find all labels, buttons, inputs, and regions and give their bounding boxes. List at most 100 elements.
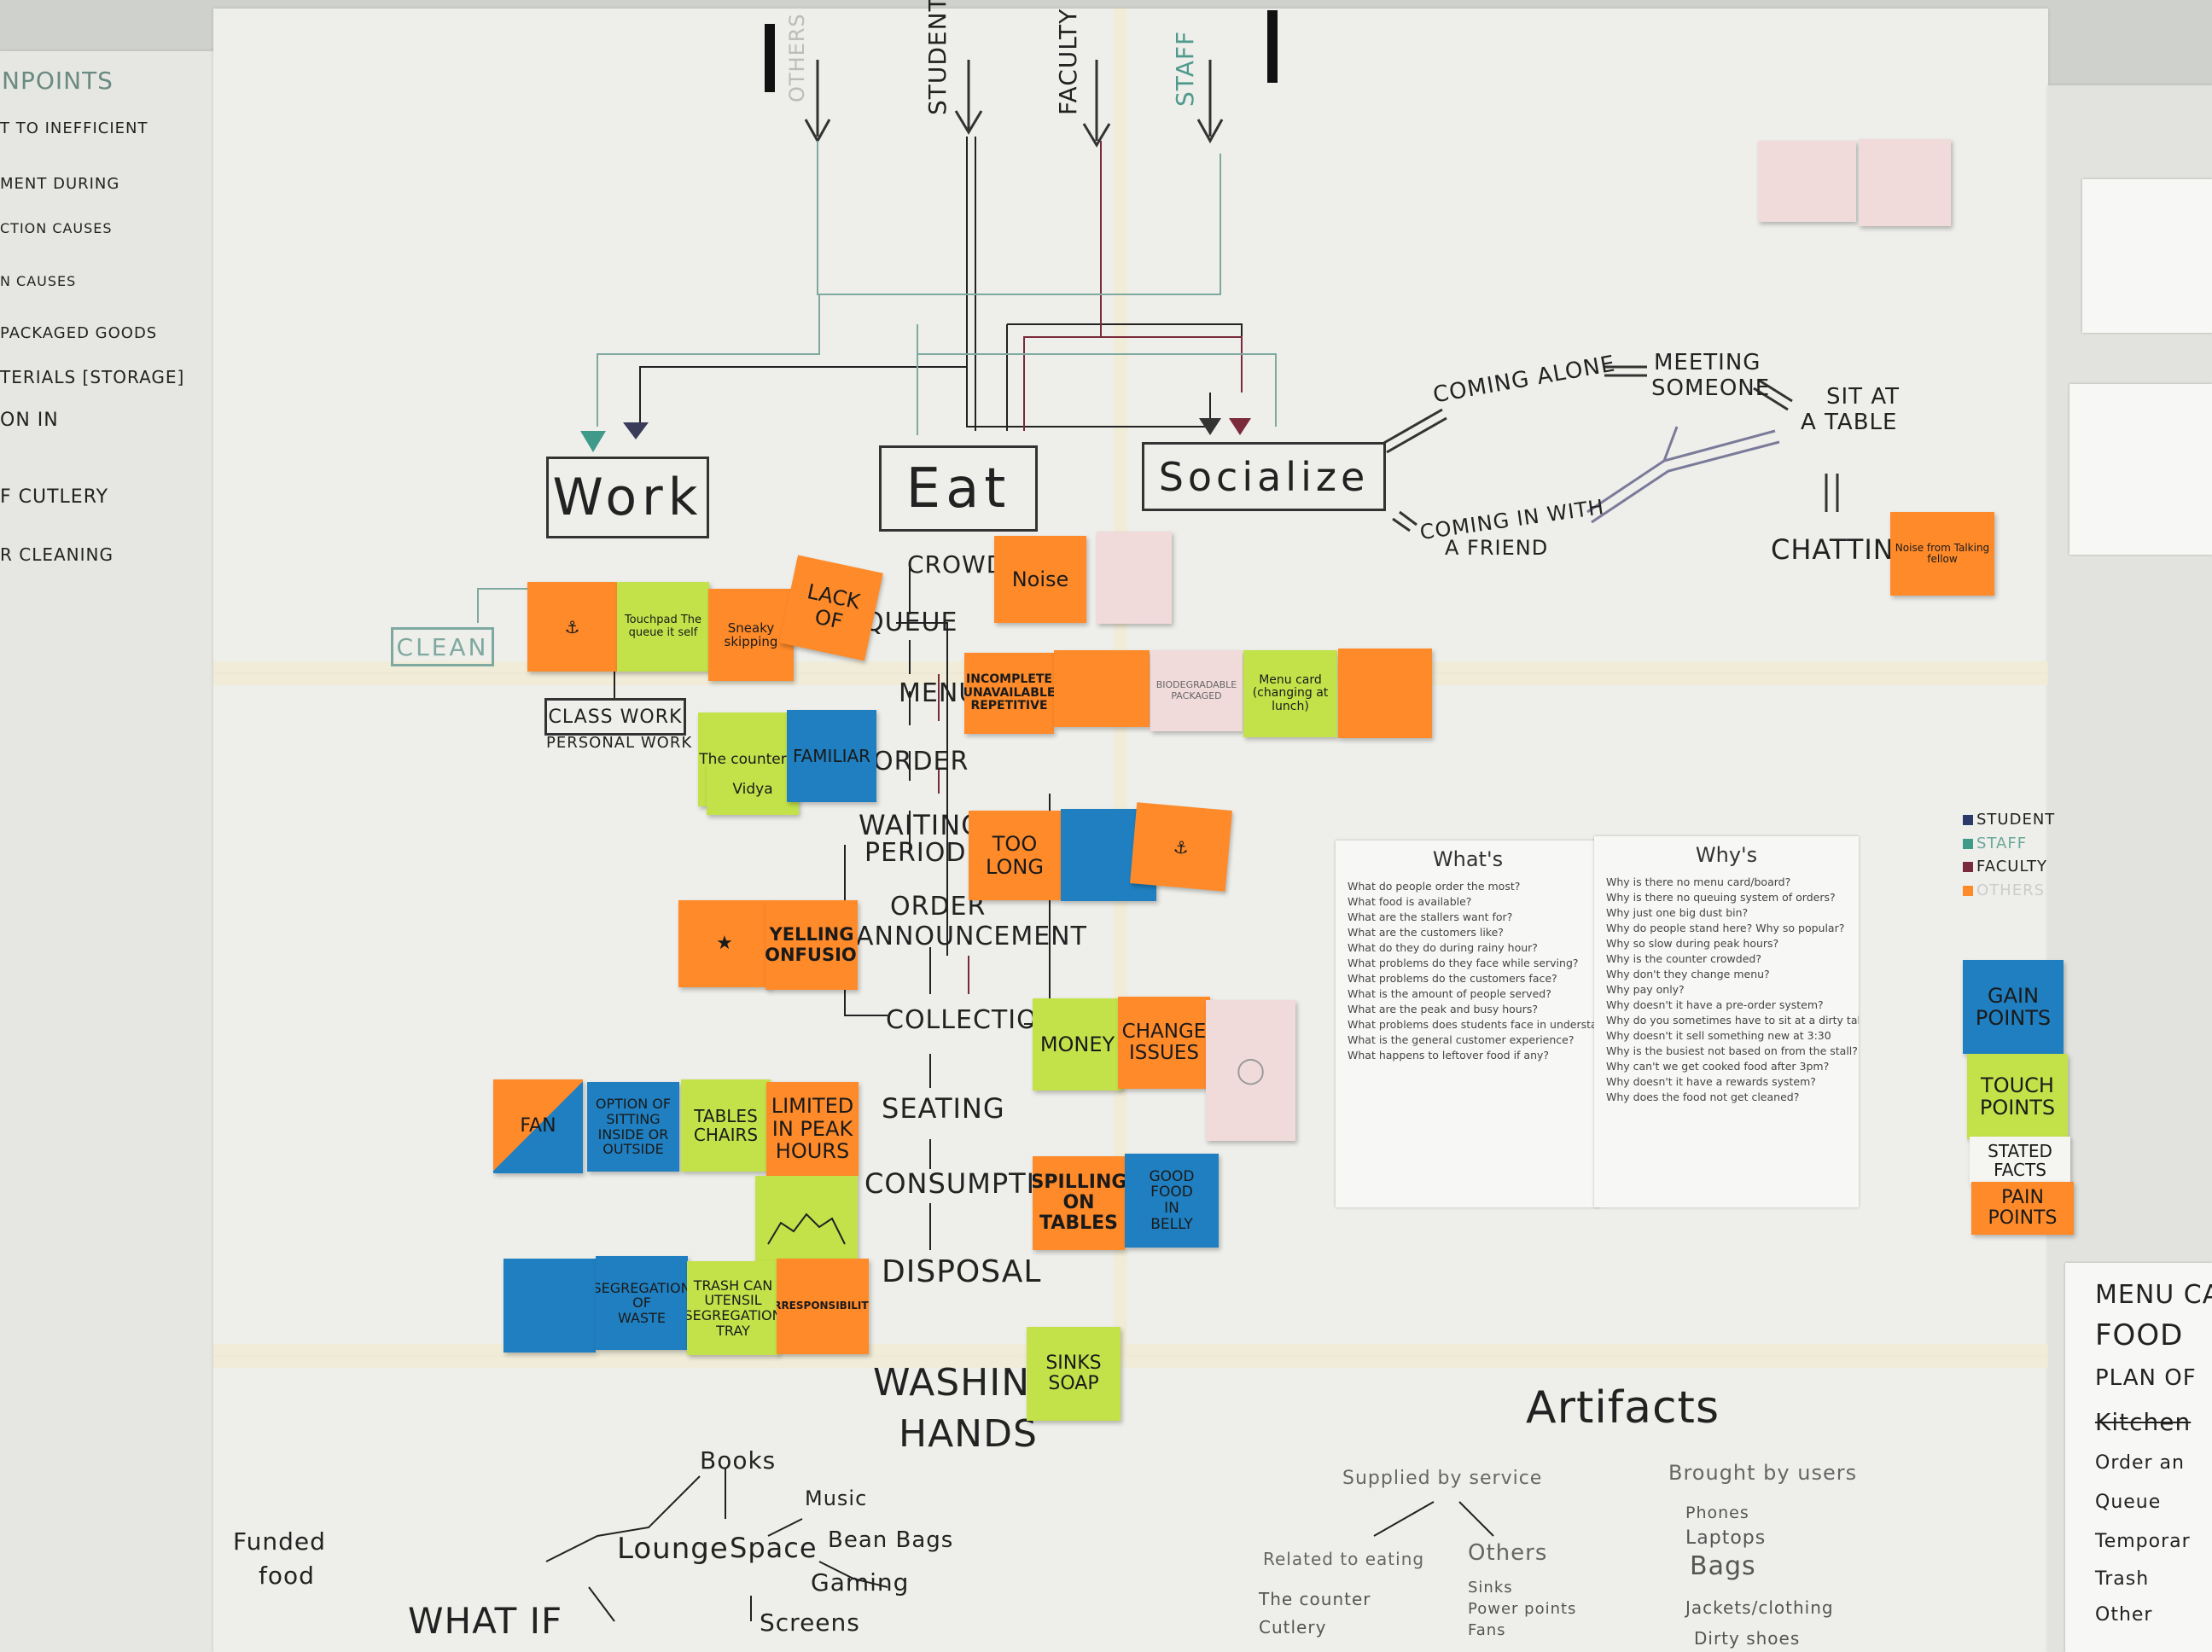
sticky-segregation: SEGREGATION OF WASTE bbox=[596, 1256, 688, 1350]
left-panel-item: ON IN bbox=[0, 410, 59, 431]
step-hands: HANDS bbox=[899, 1412, 1038, 1456]
unavailable-text: UNAVAILABLE bbox=[964, 685, 1054, 700]
touch-text: TOUCH bbox=[1981, 1073, 2054, 1097]
sticky-drawing-2: ⚓ bbox=[1130, 802, 1232, 892]
outside-text: OUTSIDE bbox=[602, 1141, 664, 1158]
supplied-label: Supplied by service bbox=[1342, 1468, 1543, 1489]
step-waiting: WAITING bbox=[859, 809, 983, 841]
category-clean: CLEAN bbox=[391, 627, 494, 666]
category-eat: Eat bbox=[879, 445, 1038, 532]
list-item: What are the stallers want for? bbox=[1348, 910, 1513, 923]
sticky-irresponsibility: IRRESPONSIBILITY bbox=[777, 1259, 869, 1354]
right-panel-line: Queue bbox=[2095, 1492, 2162, 1513]
books-label: Books bbox=[700, 1446, 777, 1475]
space-label: Space bbox=[730, 1532, 818, 1564]
left-panel-item: T TO INEFFICIENT bbox=[0, 119, 148, 137]
confusion-text: CONFUSION bbox=[765, 944, 858, 965]
right-panel-line: Order an bbox=[2095, 1452, 2185, 1474]
waste-text: WASTE bbox=[618, 1309, 666, 1326]
brought-item: Dirty shoes bbox=[1694, 1628, 1801, 1649]
tables-text: TABLES bbox=[694, 1106, 758, 1126]
category-classwork: CLASS WORK bbox=[544, 698, 686, 736]
main-paper-bottom bbox=[213, 1357, 2048, 1652]
change-text: CHANGE bbox=[1121, 1020, 1207, 1043]
inside-text: INSIDE OR bbox=[597, 1126, 669, 1143]
list-item: Why do people stand here? Why so popular… bbox=[1606, 922, 1845, 934]
issues-text: ISSUES bbox=[1129, 1042, 1199, 1064]
left-panel-item: TERIALS [STORAGE] bbox=[0, 367, 185, 387]
list-item: What do people order the most? bbox=[1348, 880, 1521, 893]
touch-points-text: POINTS bbox=[1979, 1096, 2056, 1120]
artifacts-title: Artifacts bbox=[1526, 1382, 1720, 1434]
sticky-money: MONEY bbox=[1033, 998, 1122, 1091]
list-item: What is the general customer experience? bbox=[1348, 1033, 1575, 1046]
gain-text: GAIN bbox=[1987, 983, 2040, 1008]
list-item: Why doesn't it have a rewards system? bbox=[1606, 1075, 1816, 1088]
with-friend-2: A FRIEND bbox=[1445, 536, 1549, 560]
legend-pain-points: PAIN POINTS bbox=[1971, 1182, 2074, 1235]
sticky-graph-sketch bbox=[755, 1176, 858, 1270]
sticky-familiar: FAMILIAR bbox=[787, 710, 876, 802]
what-if-title: WHAT IF bbox=[408, 1600, 563, 1642]
sticky-blue-2 bbox=[504, 1259, 596, 1352]
left-panel-item: N CAUSES bbox=[0, 273, 77, 289]
long-text: LONG bbox=[986, 854, 1044, 879]
pain-text: PAIN bbox=[2001, 1186, 2044, 1208]
list-item: Why does the food not get cleaned? bbox=[1606, 1091, 1800, 1103]
sticky-tables-chairs: TABLES CHAIRS bbox=[681, 1079, 771, 1172]
user-label-faculty: FACULTY bbox=[1054, 8, 1082, 115]
list-item: Why is there no menu card/board? bbox=[1606, 875, 1791, 888]
a-table: A TABLE bbox=[1801, 410, 1898, 435]
list-item: What happens to leftover food if any? bbox=[1348, 1049, 1550, 1062]
legend-stated-facts: STATED FACTS bbox=[1970, 1137, 2070, 1184]
music-label: Music bbox=[805, 1486, 868, 1510]
step-collection: COLLECTION bbox=[886, 1005, 1058, 1035]
legend-swatch-staff bbox=[1963, 839, 1973, 849]
list-item: What problems do the customers face? bbox=[1348, 972, 1557, 985]
food-label: food bbox=[259, 1562, 315, 1590]
legend-touch-points: TOUCH POINTS bbox=[1967, 1054, 2068, 1139]
step-queue: QUEUE bbox=[864, 608, 958, 637]
legend-others: OTHERS bbox=[1976, 881, 2046, 899]
whys-sheet: Why's Why is there no menu card/board? W… bbox=[1594, 836, 1859, 1207]
brought-item: Laptops bbox=[1685, 1527, 1767, 1549]
related-item: Cutlery bbox=[1259, 1617, 1327, 1637]
legend-swatch-faculty bbox=[1963, 862, 1973, 872]
left-panel-item: F CUTLERY bbox=[0, 486, 109, 508]
other-item: Power points bbox=[1468, 1600, 1577, 1618]
list-item: Why is the counter crowded? bbox=[1606, 952, 1761, 965]
sticky-lack-of: LACK OF bbox=[779, 555, 883, 661]
user-label-staff: STAFF bbox=[1171, 30, 1199, 107]
repetitive-text: REPETITIVE bbox=[970, 699, 1048, 713]
beanbags-label: Bean Bags bbox=[828, 1527, 954, 1553]
line-sketch-icon bbox=[767, 1213, 846, 1245]
incomplete-text: INCOMPLETE bbox=[966, 672, 1052, 687]
brought-item: Phones bbox=[1685, 1504, 1749, 1522]
on-text: ON bbox=[1062, 1191, 1095, 1213]
sticky-orange-2 bbox=[1338, 649, 1432, 738]
background-paper-left bbox=[0, 51, 213, 1652]
right-panel-note bbox=[2082, 179, 2212, 333]
lounge-label: Lounge bbox=[617, 1532, 729, 1566]
segregation-text: SEGREGATION bbox=[596, 1279, 688, 1296]
brought-item: Bags bbox=[1690, 1551, 1756, 1581]
whys-list: Why is there no menu card/board? Why is … bbox=[1594, 875, 1859, 1103]
sticky-change: CHANGE ISSUES bbox=[1118, 997, 1210, 1089]
step-seating: SEATING bbox=[882, 1092, 1005, 1125]
other-item: Sinks bbox=[1468, 1579, 1513, 1597]
sticky-drawing: ⚓ bbox=[527, 582, 617, 672]
personal-work-label: PERSONAL WORK bbox=[546, 734, 693, 752]
yelling-text: YELLING bbox=[769, 924, 854, 945]
soap-text: SOAP bbox=[1048, 1373, 1099, 1394]
of-text: OF bbox=[812, 604, 846, 634]
category-socialize: Socialize bbox=[1142, 442, 1386, 511]
right-panel-line: Trash bbox=[2095, 1568, 2150, 1590]
black-marker-bar bbox=[765, 24, 775, 92]
stated-text: STATED bbox=[1988, 1140, 2052, 1161]
sticky-good-food: GOOD FOOD IN BELLY bbox=[1125, 1154, 1219, 1248]
hours-text: HOURS bbox=[775, 1139, 850, 1164]
whys-title: Why's bbox=[1695, 843, 1758, 867]
left-panel-item: R CLEANING bbox=[0, 544, 114, 565]
other-item: Fans bbox=[1468, 1621, 1506, 1639]
sticky-noise-chat: Noise from Talking fellow bbox=[1890, 512, 1994, 596]
